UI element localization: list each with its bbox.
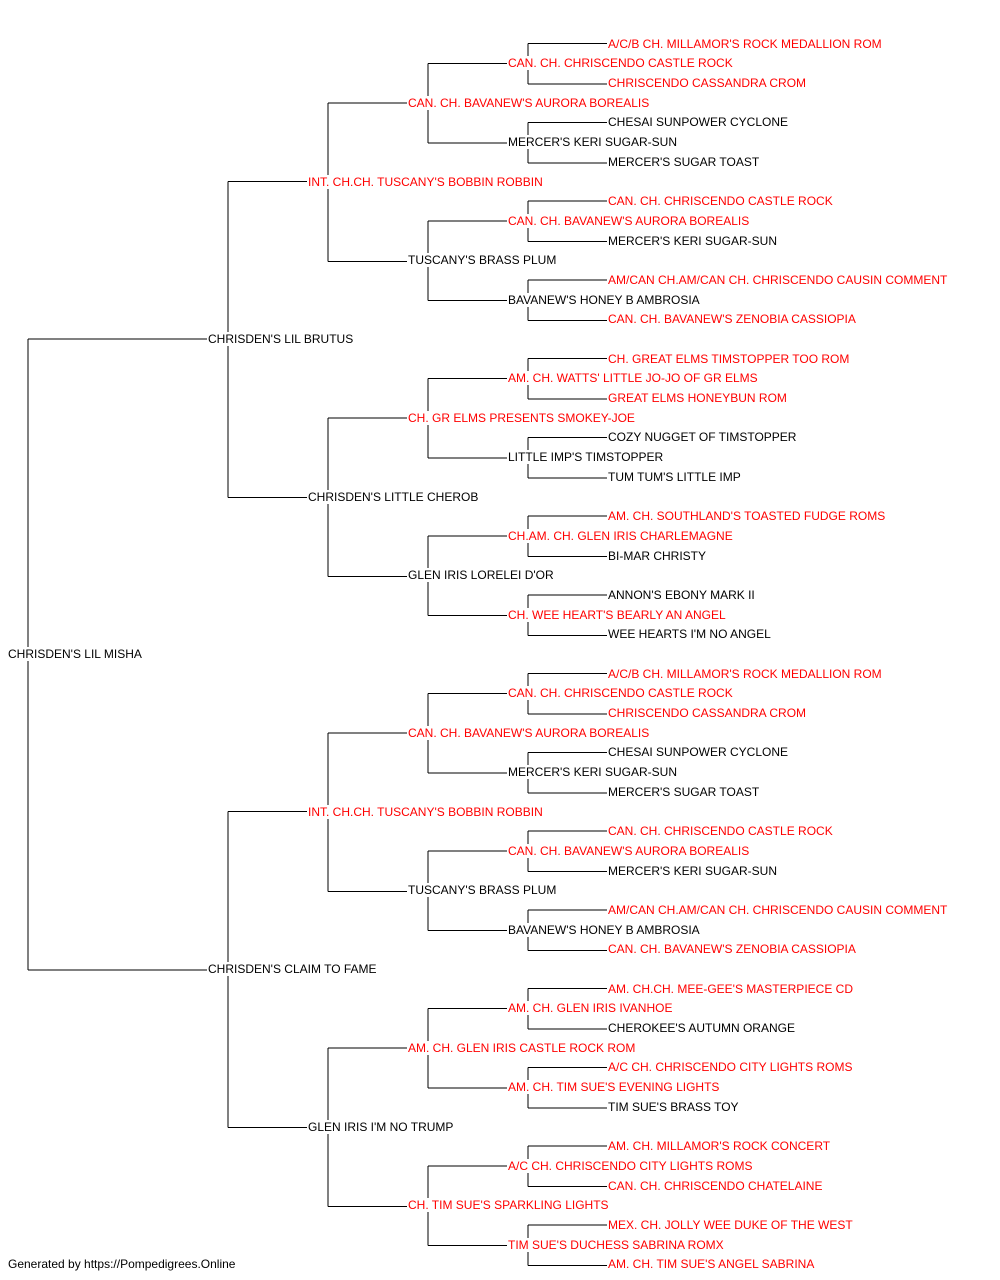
ancestor-dam-sire: INT. CH.CH. TUSCANY'S BOBBIN ROBBIN (307, 804, 544, 819)
ancestor-sire-sire-dam-sire-dam: MERCER'S KERI SUGAR-SUN (607, 233, 778, 248)
ancestor-dam-dam-dam-sire: A/C CH. CHRISCENDO CITY LIGHTS ROMS (507, 1158, 754, 1173)
generated-by-footer: Generated by https://Pompedigrees.Online (8, 1257, 236, 1271)
ancestor-sire-sire-dam-sire: CAN. CH. BAVANEW'S AURORA BOREALIS (507, 213, 751, 228)
ancestor-sire-dam-sire-sire-sire: CH. GREAT ELMS TIMSTOPPER TOO ROM (607, 351, 851, 366)
ancestor-sire-dam-dam-sire: CH.AM. CH. GLEN IRIS CHARLEMAGNE (507, 528, 734, 543)
ancestor-sire-dam-dam-dam-sire: ANNON'S EBONY MARK II (607, 587, 756, 602)
ancestor-sire-dam-sire: CH. GR ELMS PRESENTS SMOKEY-JOE (407, 410, 636, 425)
ancestor-sire-dam-dam-dam: CH. WEE HEART'S BEARLY AN ANGEL (507, 607, 727, 622)
ancestor-dam-dam-sire-sire-sire: AM. CH.CH. MEE-GEE'S MASTERPIECE CD (607, 981, 854, 996)
ancestor-dam: CHRISDEN'S CLAIM TO FAME (207, 962, 378, 976)
ancestor-dam-dam: GLEN IRIS I'M NO TRUMP (307, 1119, 455, 1134)
ancestor-sire-sire-sire-dam: MERCER'S KERI SUGAR-SUN (507, 135, 678, 150)
ancestor-sire-dam-dam: GLEN IRIS LORELEI D'OR (407, 568, 555, 583)
ancestor-sire-sire-sire-sire-sire: A/C/B CH. MILLAMOR'S ROCK MEDALLION ROM (607, 36, 883, 51)
ancestor-dam-sire-sire-dam-sire: CHESAI SUNPOWER CYCLONE (607, 745, 790, 760)
ancestor-sire-sire-dam-dam: BAVANEW'S HONEY B AMBROSIA (507, 292, 701, 307)
ancestor-dam-sire-sire-dam: MERCER'S KERI SUGAR-SUN (507, 765, 678, 780)
subject-dog: CHRISDEN'S LIL MISHA (7, 647, 143, 661)
ancestor-dam-dam-dam-dam: TIM SUE'S DUCHESS SABRINA ROMX (507, 1237, 725, 1252)
ancestor-sire-dam-dam-sire-sire: AM. CH. SOUTHLAND'S TOASTED FUDGE ROMS (607, 509, 887, 524)
ancestor-sire-sire-sire: CAN. CH. BAVANEW'S AURORA BOREALIS (407, 95, 651, 110)
ancestor-sire-sire-dam-dam-dam: CAN. CH. BAVANEW'S ZENOBIA CASSIOPIA (607, 312, 857, 327)
ancestor-sire-dam-sire-dam: LITTLE IMP'S TIMSTOPPER (507, 450, 665, 465)
ancestor-sire-sire-dam-sire-sire: CAN. CH. CHRISCENDO CASTLE ROCK (607, 194, 834, 209)
ancestor-sire-sire-sire-sire: CAN. CH. CHRISCENDO CASTLE ROCK (507, 56, 734, 71)
ancestor-dam-dam-dam-dam-sire: MEX. CH. JOLLY WEE DUKE OF THE WEST (607, 1217, 854, 1232)
ancestor-sire-dam-sire-sire: AM. CH. WATTS' LITTLE JO-JO OF GR ELMS (507, 371, 759, 386)
ancestor-dam-dam-sire-dam: AM. CH. TIM SUE'S EVENING LIGHTS (507, 1080, 721, 1095)
ancestor-dam-sire-sire-dam-dam: MERCER'S SUGAR TOAST (607, 784, 761, 799)
ancestor-dam-dam-sire-sire-dam: CHEROKEE'S AUTUMN ORANGE (607, 1021, 796, 1036)
ancestor-sire-dam-sire-sire-dam: GREAT ELMS HONEYBUN ROM (607, 391, 788, 406)
ancestor-dam-dam-sire-dam-dam: TIM SUE'S BRASS TOY (607, 1099, 740, 1114)
ancestor-dam-dam-dam-dam-dam: AM. CH. TIM SUE'S ANGEL SABRINA (607, 1257, 816, 1272)
ancestor-dam-sire-sire-sire-dam: CHRISCENDO CASSANDRA CROM (607, 706, 808, 721)
ancestor-dam-sire-dam: TUSCANY'S BRASS PLUM (407, 883, 558, 898)
ancestor-dam-sire-dam-dam-dam: CAN. CH. BAVANEW'S ZENOBIA CASSIOPIA (607, 942, 857, 957)
ancestor-dam-dam-dam-sire-sire: AM. CH. MILLAMOR'S ROCK CONCERT (607, 1139, 832, 1154)
ancestor-dam-sire-dam-sire-dam: MERCER'S KERI SUGAR-SUN (607, 863, 778, 878)
ancestor-dam-sire-sire: CAN. CH. BAVANEW'S AURORA BOREALIS (407, 725, 651, 740)
ancestor-dam-sire-dam-dam-sire: AM/CAN CH.AM/CAN CH. CHRISCENDO CAUSIN C… (607, 902, 949, 917)
ancestor-sire-dam-dam-sire-dam: BI-MAR CHRISTY (607, 548, 708, 563)
ancestor-sire-sire-sire-dam-sire: CHESAI SUNPOWER CYCLONE (607, 115, 790, 130)
ancestor-sire-dam: CHRISDEN'S LITTLE CHEROB (307, 489, 480, 504)
ancestor-dam-dam-sire-sire: AM. CH. GLEN IRIS IVANHOE (507, 1001, 674, 1016)
ancestor-dam-sire-dam-sire: CAN. CH. BAVANEW'S AURORA BOREALIS (507, 843, 751, 858)
ancestor-dam-sire-sire-sire: CAN. CH. CHRISCENDO CASTLE ROCK (507, 686, 734, 701)
ancestor-sire-sire-sire-dam-dam: MERCER'S SUGAR TOAST (607, 154, 761, 169)
ancestor-sire-sire: INT. CH.CH. TUSCANY'S BOBBIN ROBBIN (307, 174, 544, 189)
ancestor-dam-sire-dam-dam: BAVANEW'S HONEY B AMBROSIA (507, 922, 701, 937)
ancestor-sire-dam-sire-dam-dam: TUM TUM'S LITTLE IMP (607, 469, 742, 484)
ancestor-dam-sire-dam-sire-sire: CAN. CH. CHRISCENDO CASTLE ROCK (607, 824, 834, 839)
ancestor-dam-dam-dam: CH. TIM SUE'S SPARKLING LIGHTS (407, 1198, 610, 1213)
ancestor-dam-sire-sire-sire-sire: A/C/B CH. MILLAMOR'S ROCK MEDALLION ROM (607, 666, 883, 681)
ancestor-sire-sire-sire-sire-dam: CHRISCENDO CASSANDRA CROM (607, 76, 808, 91)
ancestor-sire-sire-dam: TUSCANY'S BRASS PLUM (407, 253, 558, 268)
ancestor-dam-dam-sire: AM. CH. GLEN IRIS CASTLE ROCK ROM (407, 1040, 637, 1055)
ancestor-sire-dam-dam-dam-dam: WEE HEARTS I'M NO ANGEL (607, 627, 772, 642)
ancestor-sire-dam-sire-dam-sire: COZY NUGGET OF TIMSTOPPER (607, 430, 798, 445)
ancestor-dam-dam-sire-dam-sire: A/C CH. CHRISCENDO CITY LIGHTS ROMS (607, 1060, 854, 1075)
ancestor-sire: CHRISDEN'S LIL BRUTUS (207, 332, 355, 346)
ancestor-sire-sire-dam-dam-sire: AM/CAN CH.AM/CAN CH. CHRISCENDO CAUSIN C… (607, 272, 949, 287)
ancestor-dam-dam-dam-sire-dam: CAN. CH. CHRISCENDO CHATELAINE (607, 1178, 824, 1193)
